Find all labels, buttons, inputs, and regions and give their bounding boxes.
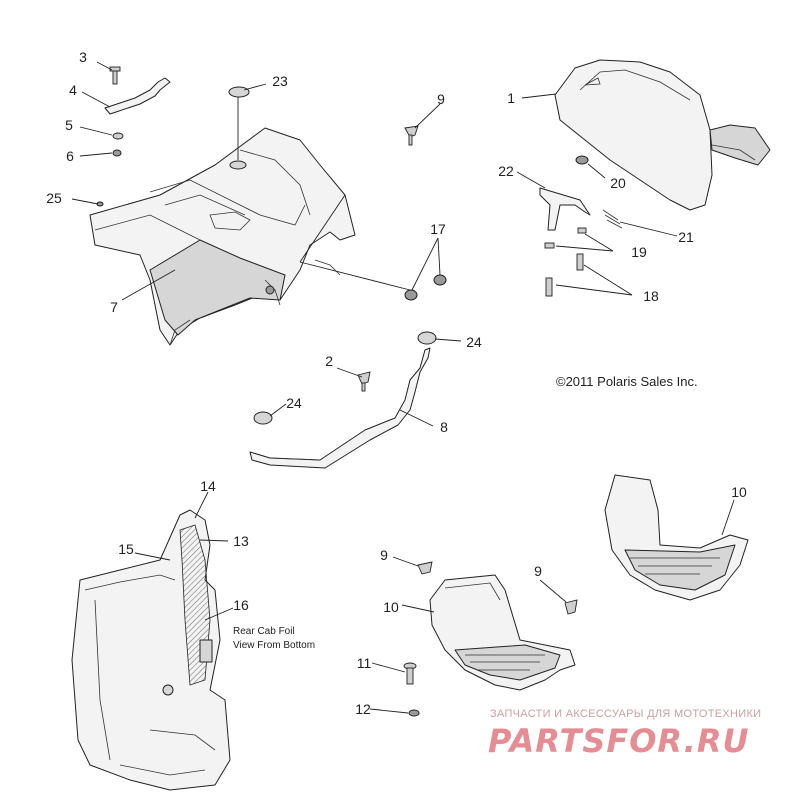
- callout-1: 1: [507, 90, 515, 106]
- callout-2: 2: [325, 353, 333, 369]
- nut-part: [408, 709, 420, 717]
- callout-9: 9: [534, 563, 542, 579]
- grommet-part: [417, 331, 437, 345]
- grommet-part: [433, 274, 447, 286]
- grommet-part: [404, 289, 418, 301]
- footwell-right-part: [604, 474, 749, 601]
- callout-19: 19: [631, 244, 647, 260]
- callout-17: 17: [430, 221, 446, 237]
- callout-24: 24: [286, 395, 302, 411]
- callout-13: 13: [233, 533, 249, 549]
- callout-9: 9: [380, 547, 388, 563]
- callout-23: 23: [272, 73, 288, 89]
- rod-part: [104, 77, 171, 115]
- callout-12: 12: [355, 701, 371, 717]
- callout-25: 25: [46, 190, 62, 206]
- spring-part: [602, 209, 623, 229]
- callout-10: 10: [731, 484, 747, 500]
- push-rivet-part: [564, 599, 578, 615]
- callout-3: 3: [79, 49, 87, 65]
- callout-24: 24: [466, 334, 482, 350]
- callout-9: 9: [437, 91, 445, 107]
- bolt-part: [357, 371, 371, 392]
- nut-part: [112, 149, 122, 157]
- pin-part: [545, 253, 584, 297]
- callout-16: 16: [233, 597, 249, 613]
- grommet-part: [253, 411, 273, 425]
- callout-20: 20: [610, 175, 626, 191]
- push-rivet-part: [417, 561, 433, 575]
- callout-11: 11: [357, 655, 372, 671]
- callout-15: 15: [118, 541, 134, 557]
- rear-cab-foil-part: [71, 509, 231, 791]
- copyright-text: ©2011 Polaris Sales Inc.: [556, 374, 698, 389]
- cap-hole: [229, 160, 247, 170]
- callout-5: 5: [65, 117, 73, 133]
- callout-10: 10: [383, 599, 399, 615]
- callout-7: 7: [110, 299, 118, 315]
- callout-22: 22: [498, 163, 514, 179]
- rear-cab-part: [89, 127, 356, 346]
- watermark-tagline: ЗАПЧАСТИ И АКСЕССУАРЫ ДЛЯ МОТОТЕХНИКИ: [490, 708, 761, 720]
- support-bracket-part: [249, 347, 431, 469]
- annotation-line-1: Rear Cab Foil: [233, 626, 295, 637]
- watermark-logo: PARTSFOR.RU: [488, 722, 749, 760]
- callout-4: 4: [69, 82, 77, 98]
- clip-part: [577, 227, 587, 234]
- callout-14: 14: [200, 478, 216, 494]
- callout-21: 21: [678, 229, 694, 245]
- clip-part: [544, 242, 555, 249]
- annotation-line-2: View From Bottom: [233, 640, 315, 651]
- footwell-left-part: [429, 574, 576, 691]
- leader-lines: [71, 61, 735, 714]
- screw-part: [403, 662, 417, 685]
- callout-8: 8: [440, 419, 448, 435]
- callout-18: 18: [643, 288, 659, 304]
- seat-part: [554, 59, 771, 211]
- callout-6: 6: [66, 148, 74, 164]
- push-rivet-part: [404, 125, 419, 146]
- latch-bracket-part: [539, 187, 591, 231]
- cap-part: [228, 86, 250, 98]
- washer-part: [112, 132, 124, 140]
- callouts: 1 2 3 4 5 6 7 8 9 9 9 10 10 11 12 13 14 …: [46, 49, 747, 717]
